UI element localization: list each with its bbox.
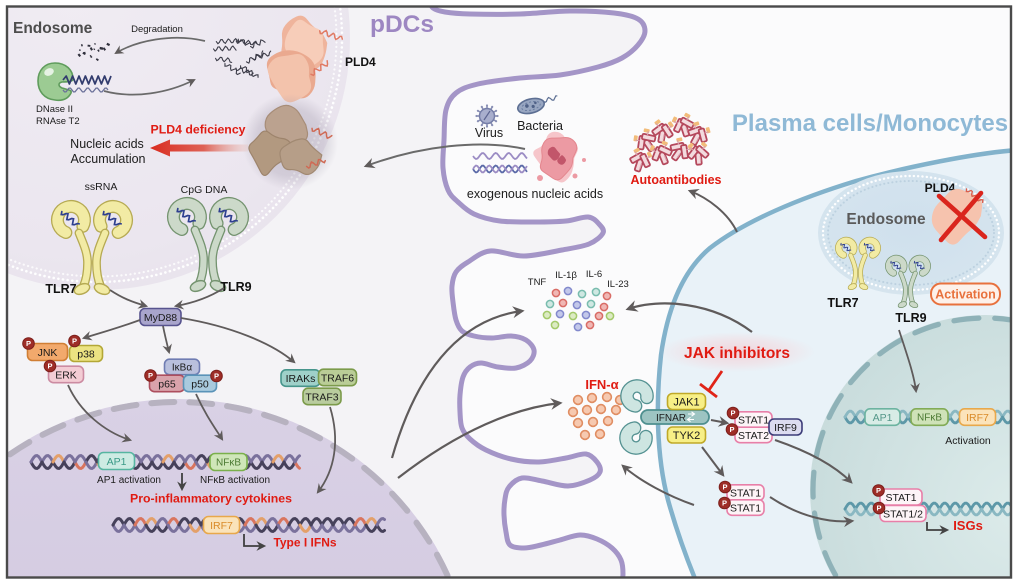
svg-text:ssRNA: ssRNA bbox=[85, 181, 118, 193]
svg-text:IL-6: IL-6 bbox=[586, 269, 602, 280]
svg-text:DNase II: DNase II bbox=[36, 104, 73, 115]
svg-text:JAK inhibitors: JAK inhibitors bbox=[684, 345, 790, 362]
svg-text:Bacteria: Bacteria bbox=[517, 119, 563, 133]
svg-text:p38: p38 bbox=[77, 348, 95, 360]
svg-text:P: P bbox=[730, 409, 735, 418]
svg-text:P: P bbox=[47, 362, 52, 371]
svg-text:STAT2: STAT2 bbox=[738, 430, 769, 442]
svg-text:P: P bbox=[876, 486, 881, 495]
svg-text:P: P bbox=[72, 337, 77, 346]
svg-text:P: P bbox=[876, 504, 881, 513]
svg-text:Plasma cells/Monocytes: Plasma cells/Monocytes bbox=[732, 110, 1008, 137]
svg-text:TLR9: TLR9 bbox=[895, 311, 926, 325]
svg-text:pDCs: pDCs bbox=[370, 11, 434, 38]
svg-text:Type I IFNs: Type I IFNs bbox=[273, 536, 336, 550]
svg-text:STAT1: STAT1 bbox=[738, 414, 769, 426]
svg-text:TLR7: TLR7 bbox=[827, 296, 858, 310]
svg-text:IRAKs: IRAKs bbox=[286, 373, 316, 385]
svg-text:PLD4 deficiency: PLD4 deficiency bbox=[151, 123, 246, 137]
svg-text:P: P bbox=[729, 425, 734, 434]
svg-text:RNAse T2: RNAse T2 bbox=[36, 116, 80, 127]
svg-text:Virus: Virus bbox=[475, 126, 503, 140]
svg-text:NFκB: NFκB bbox=[216, 458, 241, 469]
svg-text:IRF7: IRF7 bbox=[210, 520, 233, 532]
svg-text:Endosome: Endosome bbox=[846, 211, 926, 228]
svg-text:STAT1: STAT1 bbox=[885, 492, 916, 504]
svg-text:P: P bbox=[722, 483, 727, 492]
svg-text:STAT1: STAT1 bbox=[730, 487, 761, 499]
svg-text:P: P bbox=[26, 339, 31, 348]
svg-text:P: P bbox=[148, 371, 153, 380]
svg-text:Degradation: Degradation bbox=[131, 24, 183, 35]
svg-text:ERK: ERK bbox=[55, 369, 77, 381]
svg-text:TLR9: TLR9 bbox=[220, 280, 251, 294]
svg-text:Nucleic acids: Nucleic acids bbox=[70, 137, 144, 151]
svg-text:Activation: Activation bbox=[945, 435, 991, 447]
svg-text:Activation: Activation bbox=[935, 288, 995, 302]
svg-text:AP1: AP1 bbox=[873, 412, 893, 424]
svg-text:ISGs: ISGs bbox=[953, 518, 983, 533]
svg-text:CpG DNA: CpG DNA bbox=[181, 184, 228, 196]
svg-text:JAK1: JAK1 bbox=[673, 397, 699, 409]
svg-text:TRAF3: TRAF3 bbox=[305, 391, 338, 403]
svg-text:IRF9: IRF9 bbox=[774, 422, 797, 434]
svg-text:JNK: JNK bbox=[38, 347, 58, 359]
svg-text:p50: p50 bbox=[191, 378, 209, 390]
svg-text:TRAF6: TRAF6 bbox=[321, 372, 354, 384]
svg-text:IFN-α: IFN-α bbox=[585, 377, 618, 392]
svg-text:AP1: AP1 bbox=[107, 456, 127, 468]
svg-text:MyD88: MyD88 bbox=[144, 312, 177, 324]
svg-text:TYK2: TYK2 bbox=[673, 430, 701, 442]
svg-text:Pro-inflammatory cytokines: Pro-inflammatory cytokines bbox=[130, 492, 292, 506]
svg-text:Autoantibodies: Autoantibodies bbox=[631, 173, 722, 187]
svg-text:Accumulation: Accumulation bbox=[70, 152, 145, 166]
svg-text:TLR7: TLR7 bbox=[45, 282, 76, 296]
svg-text:Endosome: Endosome bbox=[13, 20, 93, 37]
svg-text:IL-23: IL-23 bbox=[607, 279, 629, 290]
svg-text:STAT1/2: STAT1/2 bbox=[883, 508, 923, 520]
svg-text:IRF7: IRF7 bbox=[966, 412, 989, 424]
svg-text:exogenous nucleic acids: exogenous nucleic acids bbox=[467, 187, 603, 201]
svg-text:IκBα: IκBα bbox=[172, 363, 192, 374]
svg-text:AP1 activation: AP1 activation bbox=[97, 475, 161, 486]
svg-text:STAT1: STAT1 bbox=[730, 502, 761, 514]
svg-text:NFκB: NFκB bbox=[917, 413, 942, 424]
svg-text:PLD4: PLD4 bbox=[925, 181, 956, 195]
svg-text:IL-1β: IL-1β bbox=[555, 270, 577, 281]
svg-text:p65: p65 bbox=[158, 378, 176, 390]
svg-text:NFκB activation: NFκB activation bbox=[200, 475, 270, 486]
svg-text:TNF: TNF bbox=[528, 277, 547, 288]
svg-text:PLD4: PLD4 bbox=[345, 55, 376, 69]
svg-text:P: P bbox=[214, 372, 219, 381]
svg-text:P: P bbox=[722, 499, 727, 508]
svg-text:IFNAR: IFNAR bbox=[656, 413, 686, 424]
